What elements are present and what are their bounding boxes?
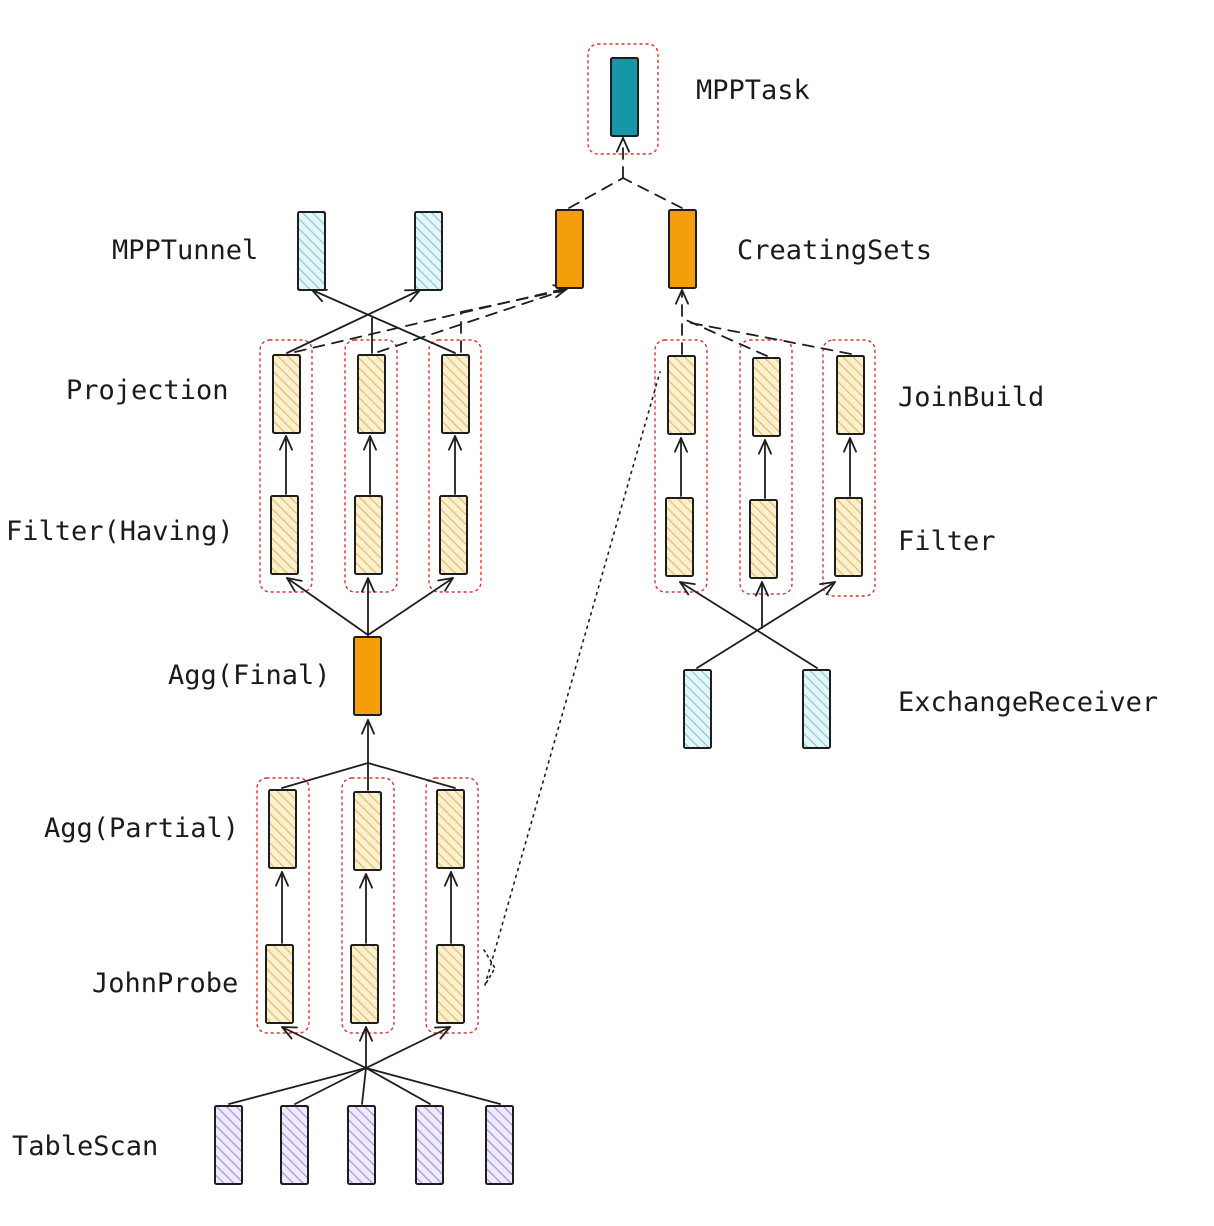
edge-agg-partial-3-to-agg-final bbox=[367, 762, 456, 789]
edge-agg-final-to-filter-having-3 bbox=[367, 577, 454, 636]
edge-filter-having-3-to-projection-head bbox=[448, 435, 462, 451]
filter-having-node-1 bbox=[270, 495, 299, 575]
edge-probe-link-chevron bbox=[483, 949, 496, 986]
edge-agg-final-to-filter-having-2-head bbox=[361, 577, 375, 593]
group-left-column-2 bbox=[344, 339, 398, 593]
label-exchange-receiver: ExchangeReceiver bbox=[898, 687, 1159, 718]
edge-exchange-receiver-to-filter-2-head bbox=[755, 581, 769, 597]
edge-tablescan-to-johnprobe-2-head bbox=[359, 1026, 373, 1042]
edge-filter-3-to-joinbuild-head bbox=[843, 437, 857, 453]
mpptunnel-node-2 bbox=[414, 211, 443, 291]
mpptask-node bbox=[610, 57, 639, 137]
joinbuild-node-2 bbox=[752, 357, 781, 437]
creating-sets-node-1 bbox=[555, 209, 584, 289]
edge-tablescan-2-fan bbox=[294, 1067, 367, 1105]
edge-tablescan-to-johnprobe-3 bbox=[365, 1026, 451, 1069]
edges bbox=[228, 137, 857, 1105]
filter-node-2 bbox=[749, 499, 778, 579]
edge-exchange-receiver-2-to-filter-1-head bbox=[679, 581, 696, 596]
label-table-scan: TableScan bbox=[12, 1131, 159, 1162]
group-right-column-2 bbox=[739, 339, 793, 595]
label-filter: Filter bbox=[898, 526, 996, 557]
edge-projection-3-to-creating-sets bbox=[460, 289, 566, 313]
projection-node-1 bbox=[272, 354, 301, 434]
edge-projection-3-to-tunnel-1 bbox=[311, 289, 456, 354]
edge-mpptask-in-head bbox=[616, 137, 630, 153]
filter-node-1 bbox=[665, 497, 694, 577]
exchange-receiver-node-1 bbox=[683, 669, 712, 749]
group-left-column-1 bbox=[259, 339, 313, 593]
tablescan-node-2 bbox=[280, 1105, 309, 1185]
agg-final-node bbox=[353, 636, 382, 716]
agg-partial-node-3 bbox=[436, 789, 465, 869]
label-mpptunnel: MPPTunnel bbox=[112, 235, 259, 266]
mpptunnel-node-1 bbox=[297, 211, 326, 291]
label-join-build: JoinBuild bbox=[898, 382, 1045, 413]
filter-node-3 bbox=[834, 497, 863, 577]
edge-agg-partial-1-to-agg-final bbox=[281, 762, 369, 789]
edge-filter-having-1-to-projection-head bbox=[279, 435, 293, 451]
creating-sets-node-2 bbox=[668, 209, 697, 289]
joinbuild-node-3 bbox=[836, 355, 865, 435]
edge-tablescan-5-fan bbox=[365, 1067, 501, 1105]
edge-exchange-receiver-2-to-filter-1 bbox=[679, 581, 818, 669]
label-projection: Projection bbox=[66, 375, 229, 406]
edge-joinbuild-3-to-creating-sets bbox=[685, 321, 852, 355]
label-creating-sets: CreatingSets bbox=[737, 235, 933, 266]
edge-tablescan-to-johnprobe-1 bbox=[281, 1026, 367, 1069]
agg-partial-node-2 bbox=[353, 791, 382, 871]
edge-filter-2-to-joinbuild-head bbox=[758, 439, 772, 455]
edge-projection-1-to-tunnel-2 bbox=[286, 289, 421, 354]
johnprobe-node-1 bbox=[265, 944, 294, 1024]
edge-agg-final-to-filter-having-1 bbox=[286, 577, 369, 636]
edge-projection-2-to-creating-sets bbox=[377, 289, 566, 353]
filter-having-node-2 bbox=[354, 495, 383, 575]
label-filter-having: Filter(Having) bbox=[6, 516, 234, 547]
edge-tablescan-3-fan bbox=[361, 1067, 367, 1105]
agg-partial-node-1 bbox=[268, 789, 297, 869]
edge-johnprobe-1-to-agg-partial-head bbox=[275, 871, 289, 887]
edge-agg-partial-2-to-agg-final-head bbox=[361, 719, 375, 735]
label-agg-final: Agg(Final) bbox=[168, 660, 331, 691]
edge-agg-final-to-filter-having-1-head bbox=[286, 577, 303, 592]
edge-filter-1-to-joinbuild-head bbox=[674, 437, 688, 453]
johnprobe-node-2 bbox=[350, 944, 379, 1024]
edge-probe-to-build-dotted bbox=[484, 371, 661, 986]
group-outlines bbox=[256, 43, 876, 1034]
projection-node-2 bbox=[357, 354, 386, 434]
projection-node-3 bbox=[441, 354, 470, 434]
edge-agg-final-to-filter-having-3-head bbox=[437, 577, 454, 592]
edge-exchange-receiver-1-to-filter-3-head bbox=[819, 581, 836, 596]
group-mpptask bbox=[587, 43, 659, 155]
exchange-receiver-node-2 bbox=[802, 669, 831, 749]
filter-having-node-3 bbox=[439, 495, 468, 575]
group-left-column-3 bbox=[428, 339, 482, 593]
edge-tablescan-4-fan bbox=[365, 1067, 431, 1105]
tablescan-node-1 bbox=[214, 1105, 243, 1185]
group-right-column-1 bbox=[654, 339, 708, 593]
label-john-probe: JohnProbe bbox=[92, 968, 239, 999]
edge-johnprobe-2-to-agg-partial-head bbox=[359, 873, 373, 889]
edge-joinbuild-1-to-creating-sets-head bbox=[675, 289, 689, 305]
group-bottom-column-1 bbox=[256, 777, 310, 1034]
tablescan-node-3 bbox=[347, 1105, 376, 1185]
edge-joinbuild-2-to-creating-sets bbox=[685, 319, 768, 357]
edge-tablescan-to-johnprobe-1-head bbox=[281, 1026, 298, 1040]
tablescan-node-4 bbox=[415, 1105, 444, 1185]
edge-creating-sets-2-to-mpptask bbox=[622, 177, 683, 209]
nodes bbox=[214, 57, 865, 1185]
edge-tablescan-to-johnprobe-3-head bbox=[434, 1026, 451, 1040]
edge-tablescan-1-fan bbox=[228, 1067, 367, 1105]
edge-exchange-receiver-1-to-filter-3 bbox=[696, 581, 836, 669]
label-agg-partial: Agg(Partial) bbox=[44, 813, 240, 844]
edge-creating-sets-1-to-mpptask bbox=[568, 177, 624, 209]
label-mpptask: MPPTask bbox=[696, 75, 810, 106]
joinbuild-node-1 bbox=[667, 355, 696, 435]
edge-johnprobe-3-to-agg-partial-head bbox=[444, 871, 458, 887]
edge-filter-having-2-to-projection-head bbox=[363, 435, 377, 451]
group-bottom-column-3 bbox=[425, 777, 479, 1034]
tablescan-node-5 bbox=[485, 1105, 514, 1185]
johnprobe-node-3 bbox=[436, 944, 465, 1024]
